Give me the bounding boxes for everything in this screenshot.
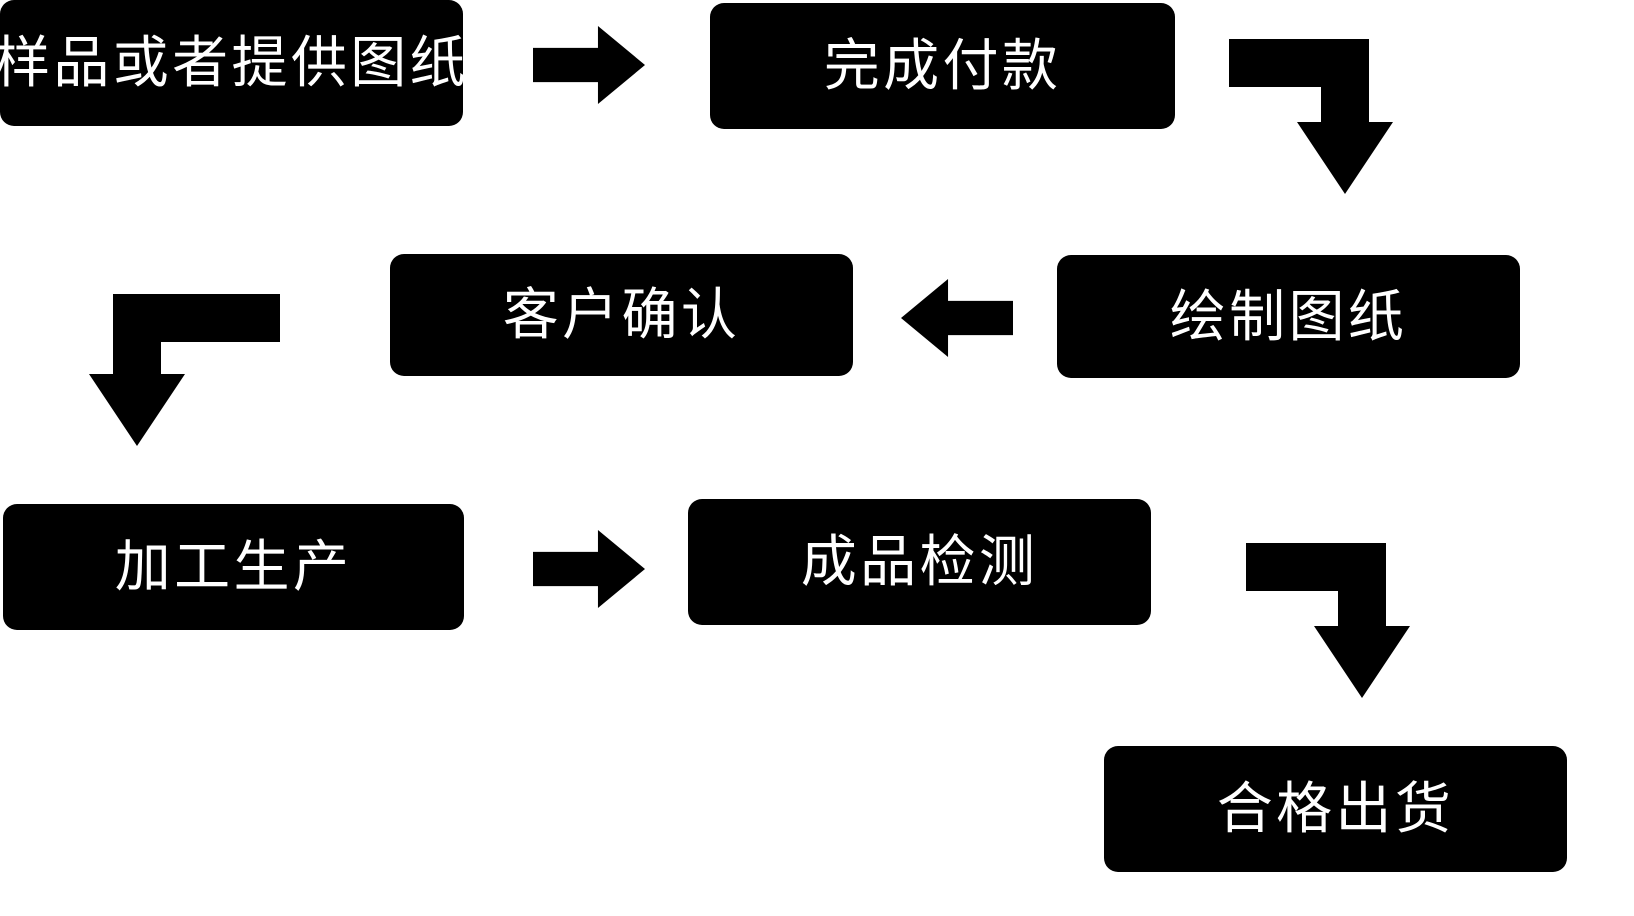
flow-node-label: 合格出货	[1216, 777, 1455, 840]
connector-arrow-production-to-inspection	[533, 530, 645, 608]
flow-node-label: 绘制图纸	[1169, 284, 1408, 348]
flow-node-sample-or-drawing[interactable]: 样品或者提供图纸	[0, 0, 466, 126]
flow-node-qualified-shipment[interactable]: 合格出货	[1104, 746, 1567, 872]
flow-node-label: 客户确认	[502, 283, 741, 346]
flow-node-label: 样品或者提供图纸	[0, 31, 469, 94]
flow-node-label: 完成付款	[823, 34, 1062, 97]
connector-arrow-inspection-to-shipment	[1246, 543, 1410, 698]
connector-arrow-sample-to-payment	[533, 26, 645, 104]
flow-node-customer-confirmation[interactable]: 客户确认	[390, 254, 853, 376]
flow-node-draw-drawings[interactable]: 绘制图纸	[1057, 255, 1520, 378]
flow-node-label: 加工生产	[114, 535, 353, 598]
connector-arrow-payment-to-drawings	[1229, 39, 1393, 194]
connector-arrow-confirmation-to-production	[89, 294, 280, 446]
flow-node-label: 成品检测	[800, 530, 1039, 593]
flow-node-processing-production[interactable]: 加工生产	[3, 504, 464, 630]
flow-node-complete-payment[interactable]: 完成付款	[710, 3, 1175, 129]
flow-node-finished-product-inspection[interactable]: 成品检测	[688, 499, 1151, 625]
connector-arrow-drawings-to-confirmation	[901, 279, 1013, 357]
